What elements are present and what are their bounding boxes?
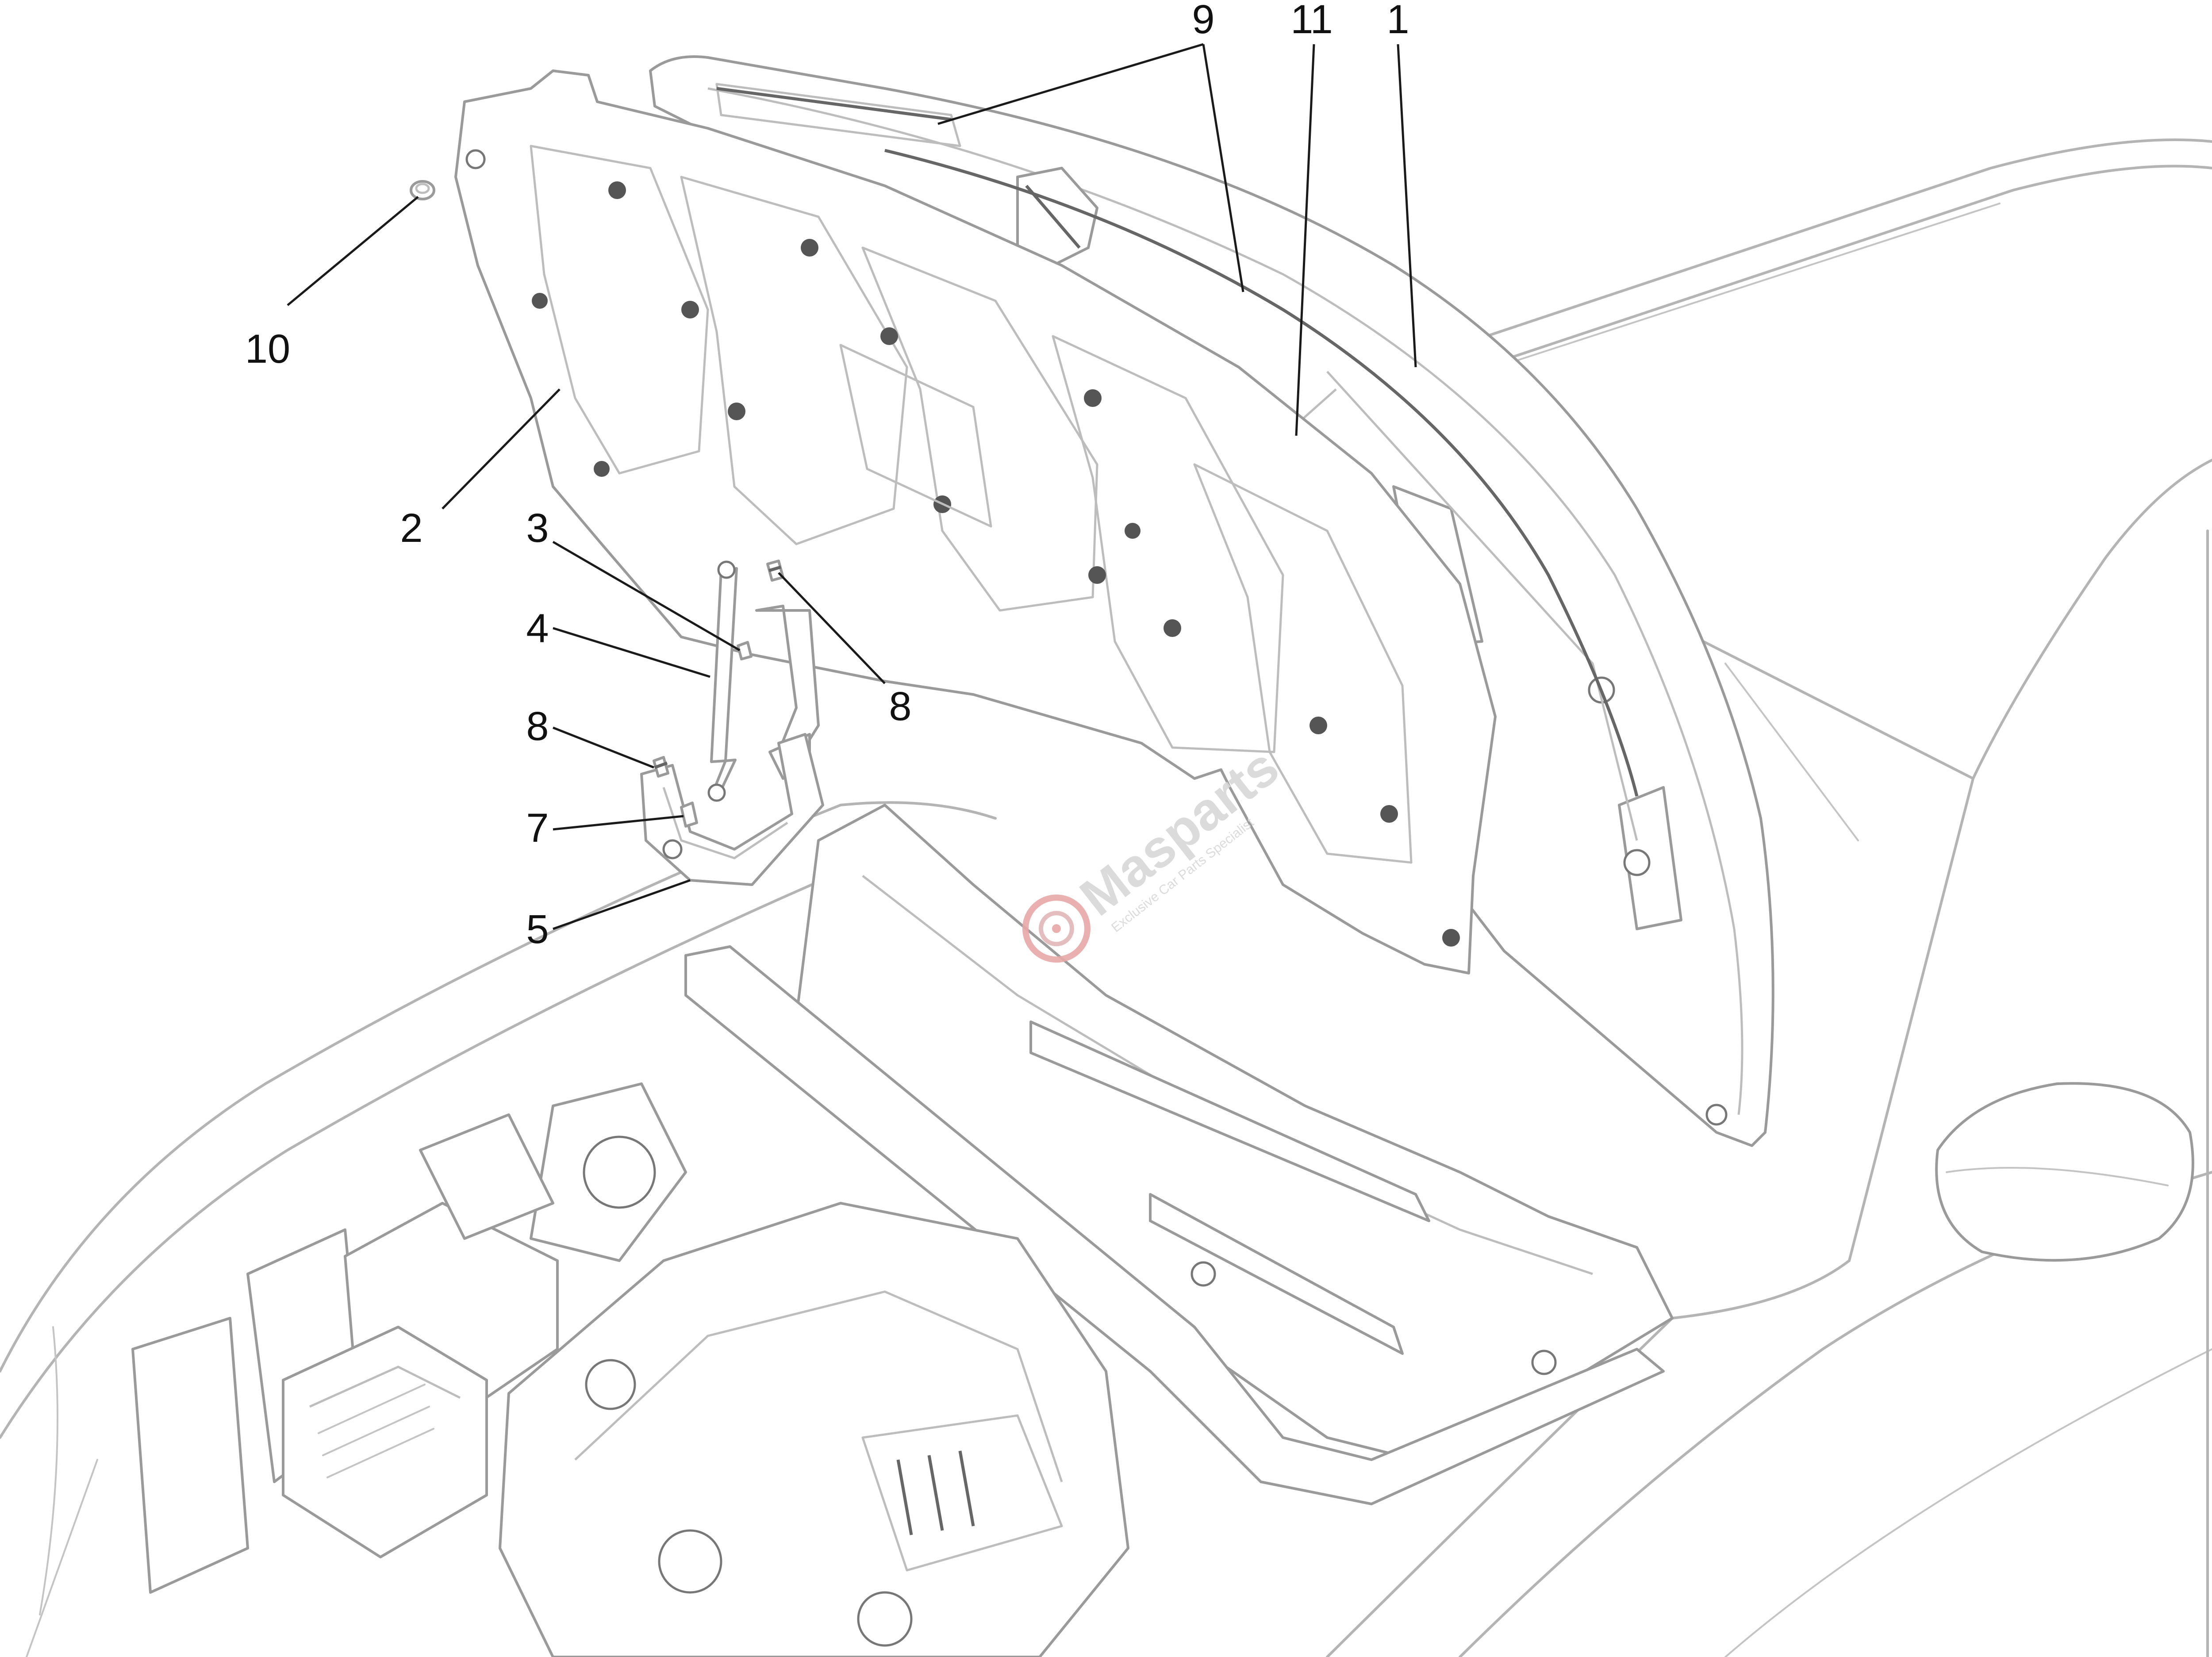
leader-8 <box>778 572 886 684</box>
car-body-outline <box>0 138 2212 1657</box>
callout-10: 10 <box>245 326 290 372</box>
leader-4 <box>553 627 710 678</box>
insulation-pad-part-2 <box>454 69 1497 974</box>
leader-8 <box>553 726 654 769</box>
engine-bay <box>131 804 1674 1657</box>
hinge-assembly <box>640 560 824 886</box>
leader-7 <box>553 815 684 831</box>
leader-lines <box>287 43 1417 930</box>
callout-7: 7 <box>526 805 549 851</box>
callout-8-lower: 8 <box>526 704 549 749</box>
watermark: Masparts Exclusive Car Parts Specialist <box>1022 737 1290 963</box>
callout-3: 3 <box>526 506 549 551</box>
leader-10 <box>287 196 419 306</box>
leader-11 <box>1295 44 1315 436</box>
callout-8-upper: 8 <box>889 684 911 729</box>
leader-5 <box>553 879 691 930</box>
callouts: 9 11 1 10 2 3 4 8 8 7 5 <box>245 0 1409 952</box>
leader-9 <box>937 43 1204 125</box>
callout-5: 5 <box>526 907 549 952</box>
callout-11: 11 <box>1290 0 1333 42</box>
callout-1: 1 <box>1386 0 1409 42</box>
watermark-logo-icon <box>1022 894 1091 963</box>
callout-2: 2 <box>400 506 422 551</box>
callout-9: 9 <box>1192 0 1214 42</box>
plug-part-10 <box>410 180 435 200</box>
leader-3 <box>552 541 741 652</box>
leader-9 <box>1202 44 1244 292</box>
leader-2 <box>442 388 561 510</box>
callout-4: 4 <box>526 606 549 651</box>
cable-part-9 <box>884 149 1639 797</box>
leader-1 <box>1397 44 1417 368</box>
